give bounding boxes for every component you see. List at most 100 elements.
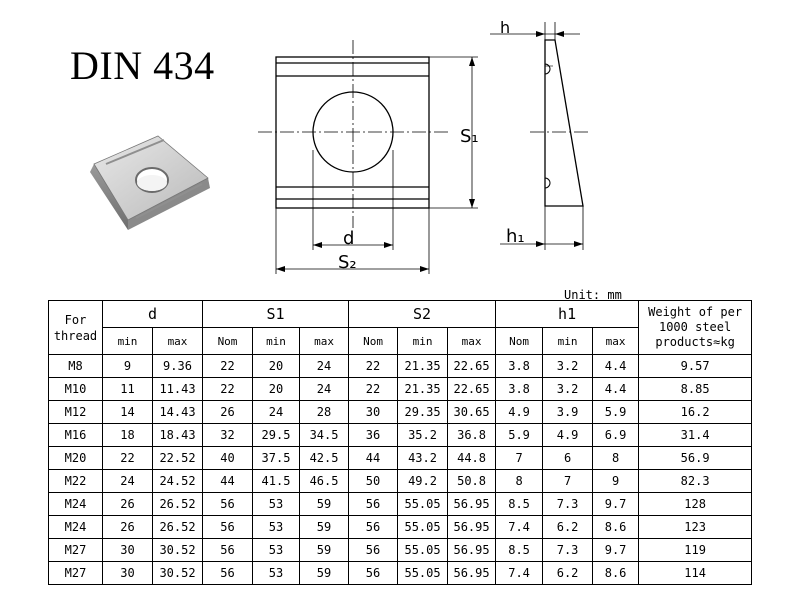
cell-s2-nom: 56: [348, 492, 399, 516]
cell-s1-nom: 56: [202, 492, 253, 516]
cell-thread: M12: [48, 400, 103, 424]
cell-s1-min: 20: [252, 354, 300, 378]
cell-s1-max: 34.5: [298, 423, 350, 447]
cell-s1-min: 37.5: [252, 446, 300, 470]
cell-thread: M27: [48, 561, 103, 585]
cell-s1-max: 59: [298, 538, 350, 562]
cell-h1-max: 9.7: [592, 492, 640, 516]
cell-weight: 8.85: [638, 377, 753, 401]
cell-weight: 31.4: [638, 423, 753, 447]
cell-h1-nom: 8.5: [495, 538, 544, 562]
cell-h1-min: 3.2: [542, 354, 594, 378]
cell-h1-max: 4.4: [592, 377, 640, 401]
cell-thread: M8: [48, 354, 103, 378]
cell-d-min: 30: [102, 538, 153, 562]
table-row: M12 14 14.43 26 24 28 30 29.35 30.65 4.9…: [48, 400, 753, 424]
cell-h1-min: 3.2: [542, 377, 594, 401]
cell-h1-max: 9.7: [592, 538, 640, 562]
cell-s2-min: 49.2: [397, 469, 449, 493]
technical-drawing: h S₁ d S₂ h₁: [258, 18, 590, 274]
subheader-s1-max: max: [298, 327, 350, 355]
cell-d-min: 24: [102, 469, 153, 493]
cell-h1-nom: 7.4: [495, 515, 544, 539]
cell-h1-nom: 3.8: [495, 354, 544, 378]
subheader-s2-min: min: [397, 327, 449, 355]
header-h1: h1: [495, 300, 640, 328]
header-s2: S2: [348, 300, 497, 328]
cell-s1-nom: 22: [202, 354, 253, 378]
subheader-s1-nom: Nom: [202, 327, 253, 355]
cell-s2-max: 44.8: [447, 446, 497, 470]
cell-s1-min: 24: [252, 400, 300, 424]
page-title: DIN 434: [70, 43, 215, 88]
label-h1: h₁: [506, 226, 525, 247]
cell-s2-max: 56.95: [447, 492, 497, 516]
cell-thread: M24: [48, 515, 103, 539]
cell-h1-nom: 5.9: [495, 423, 544, 447]
cell-s2-min: 55.05: [397, 515, 449, 539]
cell-s2-min: 21.35: [397, 377, 449, 401]
table-row: M24 26 26.52 56 53 59 56 55.05 56.95 7.4…: [48, 515, 753, 539]
cell-h1-min: 4.9: [542, 423, 594, 447]
cell-s2-nom: 30: [348, 400, 399, 424]
cell-thread: M10: [48, 377, 103, 401]
cell-thread: M16: [48, 423, 103, 447]
cell-s2-nom: 50: [348, 469, 399, 493]
cell-h1-max: 9: [592, 469, 640, 493]
cell-s1-max: 59: [298, 515, 350, 539]
cell-thread: M24: [48, 492, 103, 516]
cell-s1-min: 41.5: [252, 469, 300, 493]
cell-d-max: 11.43: [152, 377, 203, 401]
header-s1: S1: [201, 300, 350, 328]
label-d: d: [343, 228, 354, 249]
cell-d-max: 24.52: [152, 469, 203, 493]
table-row: M22 24 24.52 44 41.5 46.5 50 49.2 50.8 8…: [48, 469, 753, 493]
cell-s2-max: 56.95: [447, 538, 497, 562]
subheader-s2-max: max: [447, 327, 497, 355]
cell-s1-max: 24: [298, 377, 350, 401]
cell-weight: 82.3: [638, 469, 753, 493]
cell-thread: M27: [48, 538, 103, 562]
cell-h1-nom: 8.5: [495, 492, 544, 516]
cell-s2-max: 22.65: [447, 377, 497, 401]
cell-d-min: 30: [102, 561, 153, 585]
subheader-h1-min: min: [542, 327, 594, 355]
cell-d-min: 11: [102, 377, 153, 401]
subheader-s1-min: min: [252, 327, 300, 355]
table-row: M27 30 30.52 56 53 59 56 55.05 56.95 8.5…: [48, 538, 753, 562]
cell-s2-nom: 22: [348, 377, 399, 401]
cell-s2-max: 36.8: [447, 423, 497, 447]
cell-h1-min: 6.2: [542, 561, 594, 585]
cell-d-min: 18: [102, 423, 153, 447]
cell-weight: 114: [638, 561, 753, 585]
cell-s2-nom: 56: [348, 515, 399, 539]
cell-s1-nom: 32: [202, 423, 253, 447]
cell-s2-max: 22.65: [447, 354, 497, 378]
cell-h1-nom: 4.9: [495, 400, 544, 424]
table-row: M10 11 11.43 22 20 24 22 21.35 22.65 3.8…: [48, 377, 753, 401]
cell-s2-nom: 56: [348, 538, 399, 562]
cell-thread: M20: [48, 446, 103, 470]
cell-h1-nom: 7.4: [495, 561, 544, 585]
table-row: M20 22 22.52 40 37.5 42.5 44 43.2 44.8 7…: [48, 446, 753, 470]
cell-s1-nom: 22: [202, 377, 253, 401]
cell-h1-min: 6.2: [542, 515, 594, 539]
cell-s1-max: 42.5: [298, 446, 350, 470]
cell-s1-max: 59: [298, 492, 350, 516]
cell-h1-min: 7.3: [542, 492, 594, 516]
unit-label: Unit: mm: [564, 288, 622, 302]
cell-h1-min: 3.9: [542, 400, 594, 424]
cell-h1-max: 5.9: [592, 400, 640, 424]
header-d: d: [102, 300, 203, 328]
cell-s1-nom: 26: [202, 400, 253, 424]
cell-s1-min: 20: [252, 377, 300, 401]
cell-d-min: 26: [102, 492, 153, 516]
cell-h1-max: 6.9: [592, 423, 640, 447]
cell-s1-max: 24: [298, 354, 350, 378]
cell-d-max: 18.43: [152, 423, 203, 447]
cell-s2-max: 56.95: [447, 515, 497, 539]
subheader-h1-nom: Nom: [495, 327, 544, 355]
cell-s2-min: 29.35: [397, 400, 449, 424]
cell-h1-nom: 8: [495, 469, 544, 493]
